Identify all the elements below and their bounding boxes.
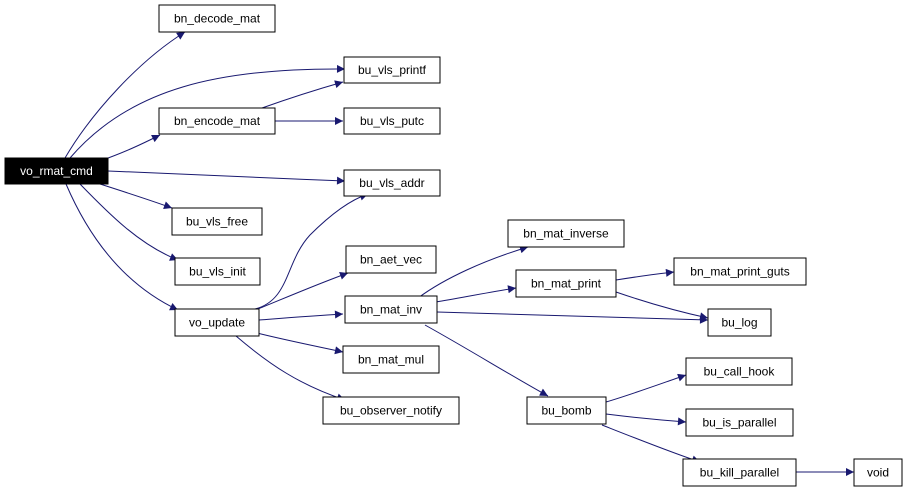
node-bn_aet_vec[interactable]: bn_aet_vec — [345, 245, 437, 274]
node-vo_update[interactable]: vo_update — [174, 308, 260, 337]
node-bu_log[interactable]: bu_log — [707, 308, 772, 337]
edge-vo_rmat_cmd-bu_vls_addr — [107, 170, 346, 185]
edge-vo_update-bn_aet_vec — [257, 271, 349, 310]
node-label: bu_vls_free — [186, 215, 248, 229]
edge-vo_rmat_cmd-bn_encode_mat — [99, 134, 161, 162]
edge-bu_bomb-bu_is_parallel — [605, 413, 687, 426]
node-bu_call_hook[interactable]: bu_call_hook — [685, 357, 793, 386]
node-bu_observer_notify[interactable]: bu_observer_notify — [322, 396, 460, 425]
edge-bn_mat_print-bu_log — [615, 291, 709, 321]
node-label: bu_call_hook — [704, 365, 776, 379]
node-label: bn_mat_mul — [358, 353, 424, 367]
edge-bn_mat_inv-bn_mat_inverse — [417, 245, 529, 299]
node-bn_mat_inv[interactable]: bn_mat_inv — [344, 295, 438, 324]
node-bn_mat_mul[interactable]: bn_mat_mul — [342, 345, 440, 374]
edge-bn_encode_mat-bu_vls_printf — [261, 80, 344, 109]
edge-vo_rmat_cmd-vo_update — [65, 183, 179, 311]
edge-vo_rmat_cmd-bu_vls_free — [99, 183, 173, 210]
node-bu_is_parallel[interactable]: bu_is_parallel — [685, 408, 794, 437]
node-label: bu_bomb — [541, 404, 591, 418]
edge-vo_update-bu_vls_addr — [254, 192, 369, 310]
node-bu_vls_putc[interactable]: bu_vls_putc — [343, 107, 441, 135]
node-label: bu_vls_init — [189, 265, 246, 279]
node-label: vo_rmat_cmd — [20, 164, 93, 178]
edge-bu_bomb-bu_kill_parallel — [601, 424, 701, 464]
node-bn_mat_print_guts[interactable]: bn_mat_print_guts — [673, 257, 807, 286]
edge-bn_mat_inv-bn_mat_print — [435, 285, 517, 303]
node-bu_bomb[interactable]: bu_bomb — [526, 396, 607, 425]
node-label: vo_update — [189, 316, 245, 330]
node-label: bu_observer_notify — [340, 404, 442, 418]
edge-bn_mat_inv-bu_log — [436, 311, 709, 324]
node-bn_mat_print[interactable]: bn_mat_print — [515, 269, 617, 298]
node-bn_decode_mat[interactable]: bn_decode_mat — [158, 4, 276, 33]
node-bn_mat_inverse[interactable]: bn_mat_inverse — [507, 219, 625, 248]
node-bu_vls_printf[interactable]: bu_vls_printf — [343, 56, 441, 84]
edge-vo_rmat_cmd-bn_decode_mat — [64, 31, 186, 159]
node-label: bn_decode_mat — [174, 12, 261, 26]
edge-bn_mat_inv-bu_bomb — [424, 324, 549, 397]
edge-vo_rmat_cmd-bu_vls_printf — [69, 64, 346, 159]
node-label: bu_vls_putc — [360, 114, 424, 128]
node-label: bu_is_parallel — [702, 416, 776, 430]
node-bu_vls_addr[interactable]: bu_vls_addr — [343, 169, 441, 197]
node-label: bu_kill_parallel — [700, 466, 779, 480]
node-vo_rmat_cmd[interactable]: vo_rmat_cmd — [4, 157, 109, 185]
edge-vo_update-bu_observer_notify — [235, 335, 346, 402]
edge-vo_rmat_cmd-bu_vls_init — [79, 183, 179, 261]
edge-bn_mat_print-bn_mat_print_guts — [615, 268, 675, 281]
node-void[interactable]: void — [853, 458, 903, 487]
edge-vo_update-bn_mat_mul — [256, 332, 344, 355]
node-label: bn_encode_mat — [174, 114, 261, 128]
node-label: bn_aet_vec — [360, 253, 422, 267]
node-label: bu_vls_addr — [359, 176, 424, 190]
node-bn_encode_mat[interactable]: bn_encode_mat — [158, 107, 276, 135]
edge-vo_update-bn_mat_inv — [258, 310, 344, 321]
node-label: bn_mat_print_guts — [690, 265, 789, 279]
node-bu_kill_parallel[interactable]: bu_kill_parallel — [682, 458, 797, 487]
node-bu_vls_free[interactable]: bu_vls_free — [171, 207, 263, 236]
node-label: bn_mat_inverse — [523, 227, 609, 241]
node-label: bn_mat_print — [531, 277, 602, 291]
node-label: bu_log — [721, 316, 757, 330]
node-label: bn_mat_inv — [360, 303, 422, 317]
node-label: bu_vls_printf — [358, 63, 427, 77]
edge-bu_bomb-bu_call_hook — [605, 373, 687, 403]
node-bu_vls_init[interactable]: bu_vls_init — [174, 257, 261, 286]
node-label: void — [867, 466, 889, 480]
